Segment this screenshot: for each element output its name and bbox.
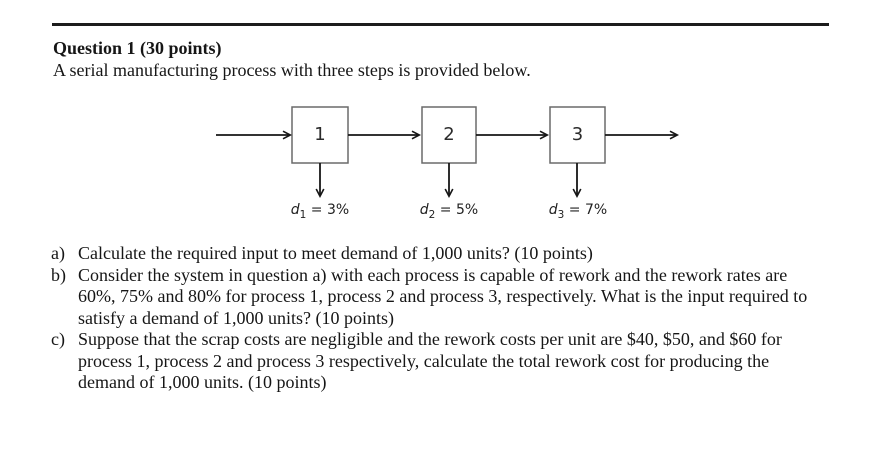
part-label-b: b): [51, 264, 66, 285]
top-divider-rule: [52, 23, 829, 26]
question-line: satisfy a demand of 1,000 units? (10 poi…: [51, 308, 863, 330]
defect-var: d: [290, 202, 300, 218]
process-box-3-label: 3: [571, 124, 584, 145]
question-text: demand of 1,000 units. (10 points): [78, 372, 327, 392]
process-box-1-label: 1: [314, 124, 326, 145]
defect-value: = 3%: [306, 202, 350, 218]
question-title: Question 1 (30 points): [53, 38, 222, 58]
defect-rate-label-3: d3 = 7%: [518, 202, 638, 221]
question-subtitle: A serial manufacturing process with thre…: [53, 60, 531, 80]
question-line: demand of 1,000 units. (10 points): [51, 372, 863, 394]
question-text: satisfy a demand of 1,000 units? (10 poi…: [78, 307, 394, 328]
question-line: a) Calculate the required input to meet d…: [51, 243, 863, 265]
question-line: process 1, process 2 and process 3 respe…: [51, 351, 863, 373]
question-line: b) Consider the system in question a) wit…: [51, 265, 863, 287]
question-text: 60%, 75% and 80% for process 1, process …: [78, 286, 808, 306]
defect-var: d: [419, 202, 429, 218]
question-text: Calculate the required input to meet dem…: [78, 243, 593, 263]
question-text: Consider the system in question a) with …: [78, 264, 788, 285]
defect-value: = 7%: [564, 202, 608, 218]
defect-var: d: [548, 202, 558, 218]
defect-subscript: 1: [299, 208, 307, 221]
process-flow-diagram: [216, 106, 680, 199]
question-text: Suppose that the scrap costs are negligi…: [78, 329, 782, 349]
process-box-1: [291, 106, 349, 164]
part-label-c: c): [51, 329, 65, 349]
question-line: 60%, 75% and 80% for process 1, process …: [51, 286, 863, 308]
question-line: c) Suppose that the scrap costs are negli…: [51, 329, 863, 351]
defect-rate-label-1: d1 = 3%: [260, 202, 380, 221]
process-box-2-label: 2: [443, 124, 455, 145]
defect-subscript: 2: [428, 208, 436, 221]
question-parts-list: a) Calculate the required input to meet d…: [51, 243, 863, 394]
question-part-b: b) Consider the system in question a) wit…: [51, 265, 863, 330]
question-part-c: c) Suppose that the scrap costs are negli…: [51, 329, 863, 394]
part-label-a: a): [51, 243, 65, 263]
question-part-a: a) Calculate the required input to meet d…: [51, 243, 863, 265]
process-box-2: [421, 106, 477, 164]
defect-value: = 5%: [435, 202, 479, 218]
defect-subscript: 3: [557, 208, 565, 221]
defect-rate-label-2: d2 = 5%: [389, 202, 509, 221]
question-text: process 1, process 2 and process 3 respe…: [78, 350, 770, 371]
